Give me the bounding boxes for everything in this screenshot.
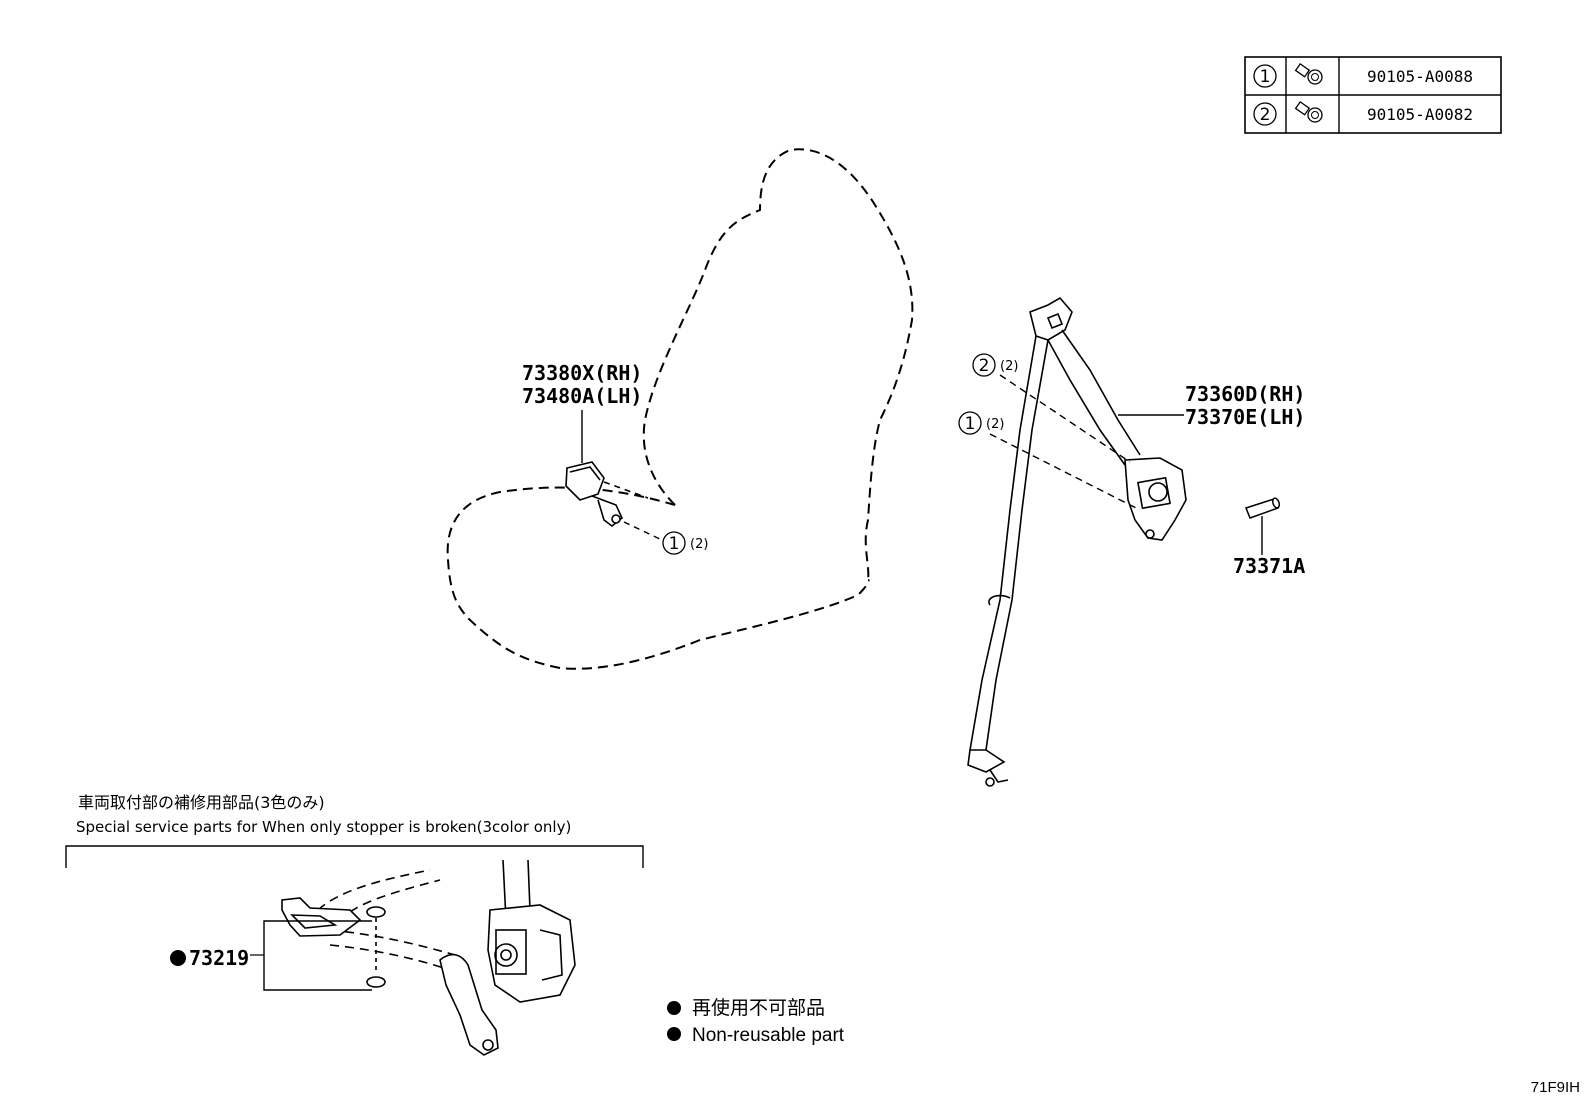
- legend-en: Non-reusable part: [692, 1025, 845, 1046]
- buckle-bolt-ref-number: 1: [669, 534, 680, 554]
- service-box-title-jp: 車両取付部の補修用部品(3色のみ): [78, 793, 325, 812]
- belt-bolt-lower-ref-number: 1: [965, 414, 976, 434]
- leader-line: [623, 521, 663, 541]
- belt-bolt-upper-ref-number: 2: [979, 356, 990, 376]
- leader-line: [999, 374, 1131, 463]
- callout-buckle-lh: 73480A(LH): [522, 384, 642, 408]
- callout-belt-rh: 73360D(RH): [1185, 382, 1305, 406]
- belt-bolt-lower-qty: (2): [986, 417, 1004, 432]
- table-ref-2: 2: [1260, 105, 1271, 125]
- legend-jp: 再使用不可部品: [692, 997, 825, 1019]
- table-ref-1: 1: [1260, 67, 1271, 87]
- non-reusable-dot-icon: [170, 950, 186, 966]
- service-part-drawing: [281, 859, 576, 1056]
- callout-buckle-rh: 73380X(RH): [522, 361, 642, 385]
- belt-bolt-upper-qty: (2): [1000, 359, 1018, 374]
- callout-service-part: 73219: [189, 946, 249, 970]
- seat-belt-buckle: [565, 461, 649, 528]
- bolt-icon: [1294, 62, 1323, 85]
- table-part-number-2: 90105-A0082: [1367, 105, 1473, 124]
- service-box-bracket: [65, 845, 644, 868]
- seat-outline: [446, 148, 914, 670]
- buckle-bolt-qty: (2): [690, 537, 708, 552]
- seat-belt-assembly: [967, 296, 1187, 787]
- leader-line: [989, 433, 1141, 511]
- belt-bolt-lower-ref: 1 (2): [958, 411, 1004, 435]
- callout-belt-lh: 73370E(LH): [1185, 405, 1305, 429]
- table-row: 1 90105-A0088: [1253, 62, 1473, 88]
- belt-pin: [1245, 497, 1281, 519]
- buckle-bolt-ref: 1 (2): [662, 531, 708, 555]
- bolt-icon: [1294, 100, 1323, 123]
- callout-pin: 73371A: [1233, 554, 1305, 578]
- legend-dot-icon: [667, 1027, 681, 1041]
- service-box-title-en: Special service parts for When only stop…: [76, 818, 571, 836]
- belt-bolt-upper-ref: 2 (2): [972, 353, 1018, 377]
- legend-dot-icon: [667, 1001, 681, 1015]
- fastener-table: 1 90105-A0088 2 90105-A0082: [1244, 56, 1502, 134]
- diagram-code: 71F9IH: [1531, 1079, 1580, 1096]
- table-part-number-1: 90105-A0088: [1367, 67, 1473, 86]
- table-row: 2 90105-A0082: [1253, 100, 1473, 126]
